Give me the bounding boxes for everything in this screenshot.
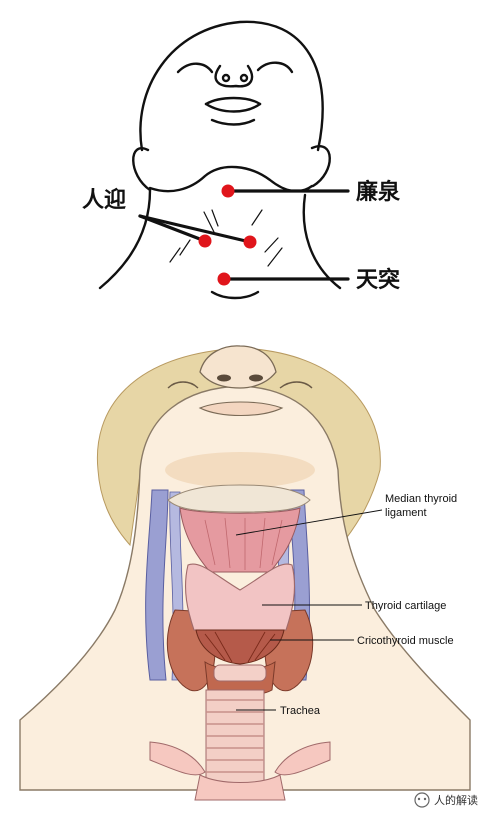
clavicle-left: [149, 741, 206, 776]
acupoint-renying-right-dot: [243, 235, 257, 249]
ligament-striations: [204, 517, 283, 570]
watermark: 人的解读: [414, 792, 478, 808]
clavicle-right: [274, 741, 331, 776]
cricoid-cartilage: [213, 664, 267, 682]
lips: [198, 401, 284, 417]
hyoid-region: [167, 484, 311, 513]
thyroid-cartilage: [185, 563, 295, 631]
label-renying: 人迎: [82, 187, 126, 213]
median-thyroid-ligament: [179, 507, 301, 573]
acupoint-renying-left-dot: [198, 234, 212, 248]
acupoint-lianquan-dot: [221, 184, 235, 198]
head-line-drawing: [98, 20, 342, 300]
wechat-icon: [414, 792, 430, 808]
chin-shading: [165, 452, 315, 488]
watermark-text: 人的解读: [434, 793, 478, 807]
label-tiantu: 天突: [356, 267, 400, 293]
acupoint-tiantu-dot: [217, 272, 231, 286]
acupoint-pointer-lines: [138, 189, 350, 281]
muscle-fibers: [204, 631, 276, 663]
left-nostril: [217, 374, 231, 382]
label-lianquan: 廉泉: [356, 179, 401, 205]
label-cricothyroid-muscle: Cricothyroid muscle: [357, 635, 454, 647]
left-jugular-vein: [145, 489, 169, 681]
label-median-thyroid-ligament-line1: Median thyroid: [385, 493, 457, 505]
cricothyroid-muscle: [195, 629, 285, 665]
right-nostril: [249, 374, 263, 382]
label-median-thyroid-ligament-line2: ligament: [385, 507, 427, 519]
label-trachea: Trachea: [280, 705, 321, 717]
acupoint-dots: [198, 184, 257, 286]
anatomy-leader-lines: [235, 509, 383, 711]
right-eye: [279, 381, 313, 389]
left-eye: [167, 381, 199, 389]
label-thyroid-cartilage: Thyroid cartilage: [365, 600, 446, 612]
sternum-top: [194, 774, 286, 801]
neck-anatomy-illustration: [19, 345, 471, 801]
